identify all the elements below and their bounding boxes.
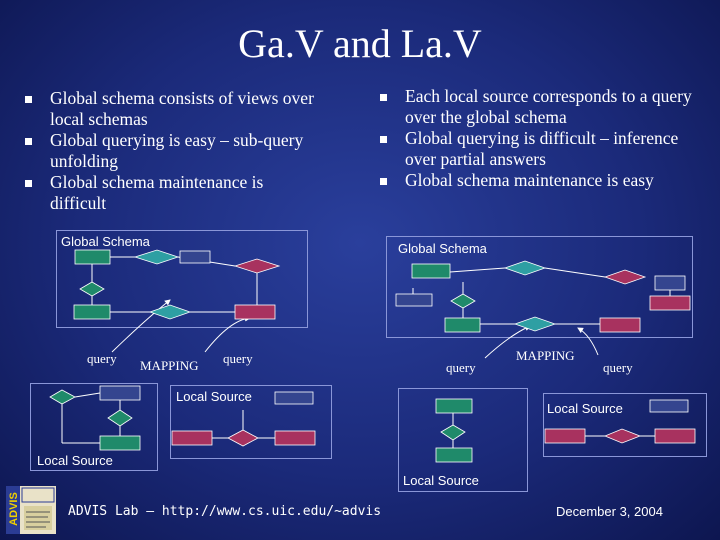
- gav-global-schema-label: Global Schema: [61, 234, 150, 249]
- lav-query-right-label: query: [603, 360, 633, 375]
- gav-bullet-list: Global schema consists of views over loc…: [22, 88, 322, 214]
- gav-query-right-label: query: [223, 351, 253, 366]
- gav-local-source-right-box: [170, 385, 332, 459]
- bullet-square-icon: [380, 136, 387, 143]
- advis-logo: [6, 486, 56, 534]
- lav-mapping-label: MAPPING: [516, 348, 575, 363]
- lav-local-source-right-box: [543, 393, 707, 457]
- gav-mapping-label: MAPPING: [140, 358, 199, 373]
- bullet-square-icon: [380, 94, 387, 101]
- lav-global-schema-label: Global Schema: [398, 241, 487, 256]
- lav-bullet-list: Each local source corresponds to a query…: [377, 86, 702, 191]
- lav-local-source-bottom-box: [398, 388, 528, 492]
- bullet-square-icon: [25, 96, 32, 103]
- lav-query-left-label: query: [446, 360, 476, 375]
- gav-query-left-label: query: [87, 351, 117, 366]
- slide-title: Ga.V and La.V: [238, 21, 482, 66]
- lav-local-source-bottom-label: Local Source: [403, 473, 479, 488]
- gav-local-source-left-label: Local Source: [37, 453, 113, 468]
- gav-bullet: Global querying is easy – sub-query unfo…: [22, 130, 322, 172]
- lav-global-schema-box: [386, 236, 693, 338]
- lav-bullet: Global querying is difficult – inference…: [377, 128, 702, 170]
- lav-bullet: Global schema maintenance is easy: [377, 170, 702, 191]
- bullet-square-icon: [25, 180, 32, 187]
- footer-lab-url: ADVIS Lab – http://www.cs.uic.edu/~advis: [68, 504, 382, 519]
- gav-global-schema-box: [56, 230, 308, 328]
- logo-text: ADVIS: [8, 492, 20, 526]
- gav-bullet: Global schema maintenance is difficult: [22, 172, 322, 214]
- footer-date: December 3, 2004: [556, 504, 663, 519]
- gav-bullet: Global schema consists of views over loc…: [22, 88, 322, 130]
- gav-local-source-left-box: [30, 383, 158, 471]
- gav-local-source-right-label: Local Source: [176, 389, 252, 404]
- bullet-square-icon: [380, 178, 387, 185]
- lav-local-source-right-label: Local Source: [547, 401, 623, 416]
- bullet-square-icon: [25, 138, 32, 145]
- lav-bullet: Each local source corresponds to a query…: [377, 86, 702, 128]
